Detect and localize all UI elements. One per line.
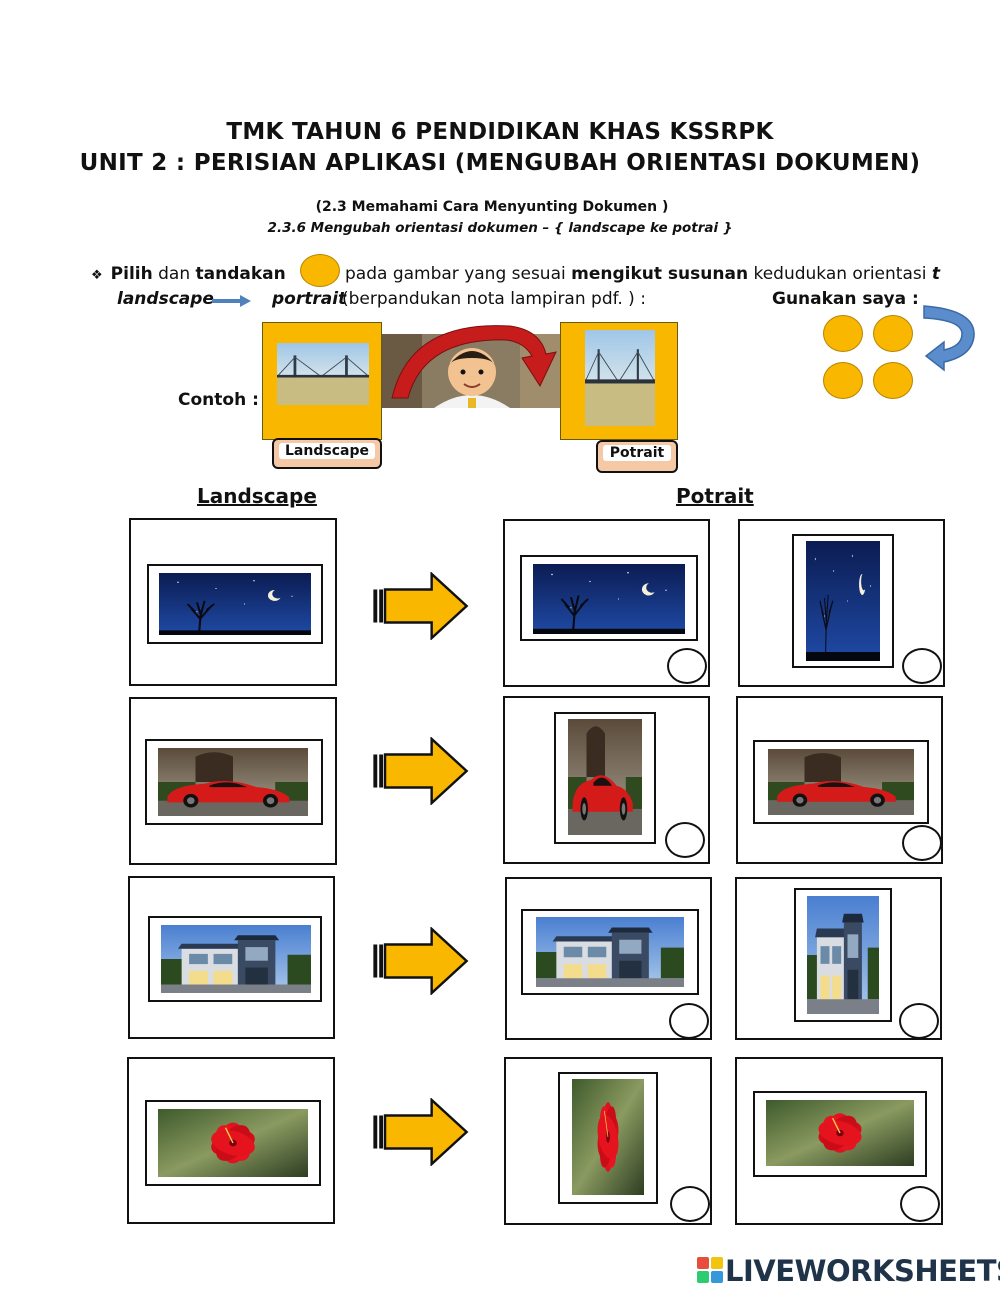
instruction-line-1b: pada gambar yang sesuai mengikut susunan…	[345, 264, 940, 284]
curved-arrow-icon	[923, 305, 975, 372]
document-title: TMK TAHUN 6 PENDIDIKAN KHAS KSSRPK	[226, 119, 774, 145]
red-flower-image	[766, 1100, 914, 1166]
answer-circle[interactable]	[902, 648, 942, 684]
option-card[interactable]	[735, 1057, 943, 1225]
answer-circle[interactable]	[899, 1003, 939, 1039]
option-card[interactable]	[736, 696, 943, 864]
instruction-line-1: ❖ Pilih dan tandakan	[91, 264, 286, 284]
portrait-page	[792, 534, 894, 668]
yellow-arrow-icon	[370, 737, 470, 805]
landscape-card	[129, 697, 337, 865]
landscape-column-heading: Landscape	[197, 484, 317, 508]
example-landscape-page	[262, 322, 382, 440]
instruction-word: kedudukan orientasi	[748, 264, 932, 284]
example-portrait-page	[560, 322, 678, 440]
answer-circle[interactable]	[667, 648, 707, 684]
instruction-word: dan	[152, 264, 196, 284]
red-flower-image	[158, 1109, 308, 1177]
instruction-landscape-word: landscape	[117, 289, 214, 309]
landscape-page	[520, 555, 698, 641]
house-image	[807, 896, 879, 1014]
curved-red-arrow-icon	[391, 325, 557, 399]
option-card[interactable]	[735, 877, 942, 1040]
use-me-label: Gunakan saya :	[772, 289, 919, 309]
option-card[interactable]	[505, 877, 712, 1040]
option-card[interactable]	[504, 1057, 712, 1225]
portrait-tag: Potrait	[596, 440, 678, 473]
house-image	[536, 917, 684, 987]
yellow-arrow-icon	[370, 927, 470, 995]
yellow-arrow-icon	[370, 572, 470, 640]
landscape-tag: Landscape	[272, 438, 382, 469]
portrait-tag-label: Potrait	[603, 445, 671, 461]
answer-circle[interactable]	[900, 1186, 940, 1222]
instruction-word: pada gambar yang sesuai	[345, 264, 572, 284]
answer-circle[interactable]	[669, 1003, 709, 1039]
example-label: Contoh :	[178, 390, 259, 410]
landscape-card	[129, 518, 337, 686]
portrait-page	[554, 712, 656, 844]
subtitle-learning-standard: 2.3.6 Mengubah orientasi dokumen – { lan…	[267, 220, 733, 236]
landscape-page	[521, 909, 699, 995]
landscape-page	[145, 739, 323, 825]
answer-circle[interactable]	[665, 822, 705, 858]
small-blue-arrow-icon	[212, 295, 251, 307]
option-card[interactable]	[503, 696, 710, 864]
night-sky-image	[806, 541, 880, 661]
red-car-image	[568, 719, 642, 835]
bullet-icon: ❖	[91, 268, 103, 283]
yellow-arrow-icon	[370, 1098, 470, 1166]
instruction-word: mengikut susunan	[571, 264, 749, 284]
liveworksheets-logo-icon	[697, 1257, 723, 1283]
portrait-column-heading: Potrait	[676, 484, 754, 508]
option-card[interactable]	[738, 519, 945, 687]
landscape-card	[127, 1057, 335, 1224]
night-sky-image	[533, 564, 685, 634]
landscape-page	[145, 1100, 321, 1186]
landscape-tag-label: Landscape	[279, 443, 375, 459]
answer-circle[interactable]	[902, 825, 942, 861]
answer-circle[interactable]	[670, 1186, 710, 1222]
portrait-page	[558, 1072, 658, 1204]
night-sky-image	[159, 573, 311, 635]
instruction-note: (berpandukan nota lampiran pdf. ) :	[342, 289, 646, 309]
subtitle-topic: (2.3 Memahami Cara Menyunting Dokumen )	[315, 199, 669, 215]
yellow-circle-icon	[300, 254, 340, 287]
red-car-image	[768, 749, 914, 815]
landscape-page	[753, 740, 929, 824]
landscape-card	[128, 876, 335, 1039]
unit-title: UNIT 2 : PERISIAN APLIKASI (MENGUBAH ORI…	[79, 150, 921, 176]
instruction-portrait-word: portrait	[272, 289, 347, 309]
draggable-marker[interactable]	[873, 315, 913, 352]
option-card[interactable]	[503, 519, 710, 687]
red-flower-image	[572, 1079, 644, 1195]
red-car-image	[158, 748, 308, 816]
draggable-marker[interactable]	[823, 315, 863, 352]
landscape-page	[753, 1091, 927, 1177]
example-bridge-image	[277, 343, 369, 405]
draggable-marker[interactable]	[873, 362, 913, 399]
landscape-page	[148, 916, 322, 1002]
portrait-page	[794, 888, 892, 1022]
example-bridge-image-portrait	[585, 330, 655, 426]
draggable-marker[interactable]	[823, 362, 863, 399]
house-image	[161, 925, 311, 993]
instruction-word: tandakan	[195, 264, 286, 284]
liveworksheets-brand: LIVEWORKSHEETS	[725, 1254, 1000, 1288]
landscape-page	[147, 564, 323, 644]
instruction-word: t	[931, 264, 940, 284]
instruction-word: Pilih	[110, 264, 153, 284]
